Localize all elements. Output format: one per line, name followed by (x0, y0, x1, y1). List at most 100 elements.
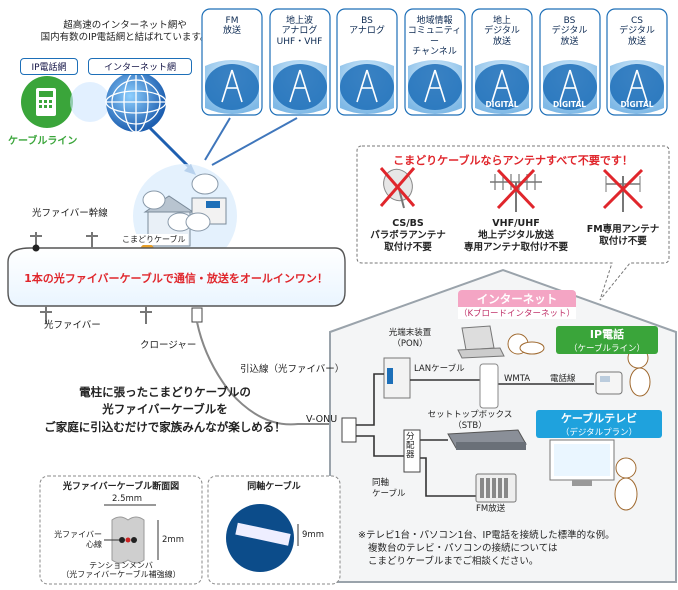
parabola-antenna-icon (379, 167, 416, 209)
fm-antenna-icon (602, 168, 644, 212)
antenna-item-fm: FM専用アンテナ 取付け不要 (578, 224, 668, 248)
cable-tv-service-box: ケーブルテレビ （デジタルプラン） (536, 410, 662, 438)
splitter-box (403, 429, 421, 473)
service-tile-line3: UHF・VHF (276, 36, 323, 47)
intro-line-2: 国内有数のIP電話網と結ばれています。 (40, 31, 210, 43)
service-tile-line1: FM (225, 16, 239, 26)
service-tile-line1: 地上 (492, 16, 511, 26)
service-tile-line2: アナログ (281, 26, 318, 37)
antenna-item-parabola: CS/BS パラボラアンテナ 取付け不要 (362, 218, 454, 254)
service-tile-bg (606, 8, 668, 116)
service-tile-bg (336, 8, 398, 116)
pon-label: 光端末装置 （PON） (380, 328, 440, 349)
intro-text: 超高速のインターネット網や 国内有数のIP電話網と結ばれています。 (40, 20, 210, 44)
uhf-antenna-icon (490, 168, 542, 212)
digital-badge: DIGITAL (620, 100, 654, 109)
service-tile-line2: アナログ (349, 26, 385, 37)
phone-device-icon (595, 371, 623, 395)
service-tile-bg (201, 8, 263, 116)
splitter-label: 分配器 (406, 432, 415, 460)
service-tile-label: 地上デジタル放送 (471, 16, 533, 47)
service-tile-line1: 地上波 (285, 16, 313, 26)
cross-section-width: 2.5mm (112, 494, 143, 504)
trunk-label: 光ファイバー幹線 (32, 208, 108, 219)
wmta-device-icon (479, 363, 499, 409)
utility-poles (30, 232, 152, 324)
internet-net-label: インターネット網 (88, 58, 192, 75)
stb-label-line2: （STB） (453, 420, 487, 431)
dropline-label: 引込線（光ファイバー） (240, 364, 345, 375)
service-tile-line3: 放送 (627, 36, 646, 47)
antenna-item-fm-line2: 取付け不要 (599, 235, 647, 247)
service-tile: 地域情報コミュニティーチャンネル (403, 8, 466, 116)
service-tile-line1: CS (631, 16, 643, 26)
cable-tv-title: ケーブルテレビ (560, 412, 638, 425)
antenna-item-fm-line1: FM専用アンテナ (586, 224, 660, 235)
service-tile-line1: BS (563, 16, 576, 26)
service-tile-line2: 放送 (222, 26, 241, 37)
tagline-line-3: ご家庭に引込むだけで家族みんなが楽しめる！ (44, 419, 286, 434)
drop-line (196, 321, 342, 426)
service-tile-bg (403, 8, 466, 116)
intro-line-1: 超高速のインターネット網や (63, 20, 187, 31)
antenna-item-uhf-line3: 専用アンテナ取付け不要 (463, 241, 569, 253)
coax-label: 同軸 ケーブル (372, 478, 406, 499)
main-banner: 1本の光ファイバーケーブルで通信・放送をオールインワン！ (24, 272, 328, 285)
fiber-trunk-loop (7, 247, 346, 307)
laptop-icon (457, 325, 505, 359)
footnote: ※テレビ1台・パソコン1台、IP電話を接続した標準的な例。 複数台のテレビ・パソ… (358, 530, 615, 568)
stb-label: セットトップボックス （STB） (420, 410, 520, 431)
vonu-box (341, 417, 357, 443)
cross-section-title: 光ファイバーケーブル断面図 (62, 482, 180, 492)
core-label-line2: 心線 (86, 540, 102, 549)
tagline: 電柱に張ったこまどりケーブルの 光ファイバーケーブルを ご家庭に引込むだけで家族… (40, 384, 290, 436)
service-tile-line3: 放送 (560, 36, 579, 47)
cable-line-label: ケーブルライン (8, 136, 78, 147)
ip-phone-service-box: IP電話 （ケーブルライン） (556, 326, 658, 354)
ip-phone-network-icon (21, 76, 73, 128)
digital-badge: DIGITAL (552, 100, 587, 109)
service-tile-line2: デジタル (551, 26, 588, 37)
antenna-item-uhf-line2: 地上デジタル放送 (478, 229, 554, 241)
tagline-line-1: 電柱に張ったこまどりケーブルの (79, 385, 251, 399)
antenna-item-parabola-line3: 取付け不要 (384, 241, 432, 253)
stb-device-icon (447, 429, 527, 450)
cable-tv-sub: （デジタルプラン） (560, 428, 638, 438)
tension-label: テンションメンバ （光ファイバーケーブル補強線） (44, 561, 198, 580)
service-tile-line3: 放送 (492, 36, 511, 47)
service-tile-line2: デジタル (619, 26, 655, 37)
fiber-label: 光ファイバー (44, 320, 101, 331)
stb-label-line1: セットトップボックス (427, 410, 513, 420)
internet-title: インターネット (476, 292, 558, 306)
pon-device-icon (383, 357, 411, 399)
service-tile-line2: コミュニティー (407, 26, 462, 47)
service-tile-line2: デジタル (484, 26, 520, 37)
pon-label-line1: 光端末装置 (388, 328, 432, 338)
core-label-line1: 光ファイバー (54, 530, 102, 539)
ip-phone-sub: （ケーブルライン） (569, 344, 645, 354)
antenna-item-parabola-line2: パラボラアンテナ (370, 229, 446, 241)
service-tile-label: 地域情報コミュニティーチャンネル (404, 16, 466, 57)
closure-box (191, 307, 203, 323)
service-tile-bg (471, 8, 533, 116)
ip-phone-net-label: IP電話網 (20, 58, 78, 75)
coax-label-line1: 同軸 (372, 478, 390, 488)
fm-radio-icon (475, 473, 517, 503)
ip-phone-title: IP電話 (589, 328, 625, 341)
footnote-line-2: 複数台のテレビ・パソコンの接続については (368, 542, 558, 554)
lan-wire (410, 379, 594, 385)
tension-label-line2: （光ファイバーケーブル補強線） (61, 569, 181, 579)
pon-label-line2: （PON） (392, 338, 428, 349)
